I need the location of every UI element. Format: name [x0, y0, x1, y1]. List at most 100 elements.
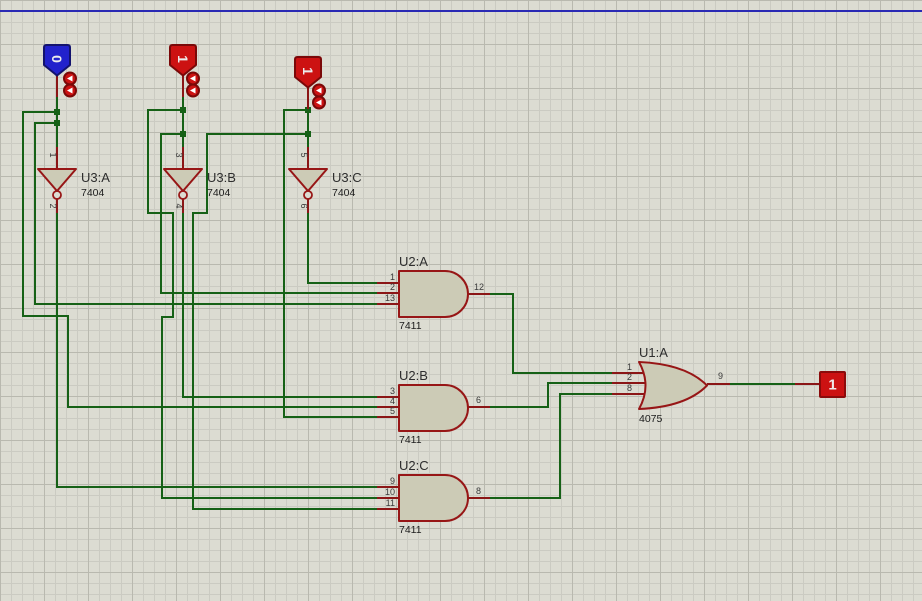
gate-part: 7411 — [399, 524, 422, 536]
toggle-arrow-icon — [190, 87, 196, 94]
toggle-arrow-icon — [67, 75, 73, 82]
junction-dot — [305, 131, 311, 137]
not-gate-u3a[interactable]: 1 2 U3:A 7404 — [37, 152, 110, 209]
logic-input-a[interactable]: 0 — [43, 44, 77, 98]
pin-number: 8 — [476, 486, 481, 496]
and-gate-u2b[interactable]: 3 4 5 6 U2:B 7411 — [390, 368, 481, 446]
pin-number: 2 — [48, 203, 58, 208]
wires — [22, 97, 795, 510]
toggle-up-button[interactable] — [186, 71, 200, 86]
inverter-bubble — [52, 190, 62, 200]
sheet-top-border — [0, 10, 922, 12]
wire-b-to-u2a-pin2[interactable] — [160, 133, 377, 294]
gate-part: 7411 — [399, 434, 422, 446]
gate-ref: U2:C — [399, 458, 429, 473]
wire-notb-to-u2b-pin3[interactable] — [182, 213, 377, 398]
gate-ref: U2:A — [399, 254, 428, 269]
toggle-arrow-icon — [67, 87, 73, 94]
wire-c-to-u2b-pin5[interactable] — [283, 109, 377, 418]
pin-number: 3 — [174, 152, 184, 157]
gate-ref: U3:A — [81, 170, 110, 185]
toggle-down-button[interactable] — [186, 83, 200, 98]
input-b-state: 1 — [175, 55, 191, 63]
pin-number: 2 — [627, 372, 632, 382]
wire-b-to-u2c-pin10[interactable] — [147, 109, 377, 499]
logic-output-probe[interactable]: 1 — [819, 371, 846, 398]
u2c-pin-stubs — [377, 486, 490, 510]
junction-dot — [180, 131, 186, 137]
and-gate-symbol[interactable] — [398, 474, 469, 522]
not-gate-symbol[interactable] — [163, 168, 203, 192]
input-c-state: 1 — [300, 67, 316, 75]
wire-a-to-u2b-pin4[interactable] — [22, 111, 377, 408]
junction-dots — [54, 107, 311, 137]
or-gate-symbol[interactable] — [638, 361, 708, 410]
toggle-arrow-icon — [190, 75, 196, 82]
pin-number: 11 — [386, 498, 395, 508]
toggle-down-button[interactable] — [312, 95, 326, 110]
not-gate-symbol[interactable] — [288, 168, 328, 192]
pin-number: 2 — [390, 282, 395, 292]
pin-number: 5 — [299, 152, 309, 157]
wire-u2b-to-or-pin2[interactable] — [490, 382, 612, 408]
junction-dot — [180, 107, 186, 113]
inverter-bubble — [303, 190, 313, 200]
logic-state-flag[interactable] — [43, 44, 71, 77]
toggle-down-button[interactable] — [63, 83, 77, 98]
u1a-pin-stubs — [612, 372, 730, 395]
u2b-pin-stubs — [377, 396, 490, 418]
gate-part: 7411 — [399, 320, 422, 332]
wire-notc-to-u2a-pin1[interactable] — [307, 213, 377, 284]
pin-number: 13 — [385, 293, 395, 303]
toggle-up-button[interactable] — [63, 71, 77, 86]
and-gate-u2a[interactable]: 1 2 13 12 U2:A 7411 — [385, 254, 484, 332]
gate-ref: U3:B — [207, 170, 236, 185]
logic-input-b[interactable]: 1 — [169, 44, 200, 98]
pin-number: 5 — [390, 406, 395, 416]
pin-number: 12 — [474, 282, 484, 292]
toggle-arrow-icon — [316, 87, 322, 94]
and-gate-u2c[interactable]: 9 10 11 8 U2:C 7411 — [385, 458, 481, 536]
wire-u2c-to-or-pin8[interactable] — [490, 393, 612, 499]
input-a-state: 0 — [49, 55, 65, 63]
pin-number: 4 — [174, 203, 184, 208]
probe-box[interactable] — [819, 371, 846, 398]
gate-part: 7404 — [332, 187, 356, 199]
gate-part: 4075 — [639, 413, 663, 425]
gate-part: 7404 — [207, 187, 231, 199]
gate-ref: U2:B — [399, 368, 428, 383]
not-gate-u3b[interactable]: 3 4 U3:B 7404 — [163, 152, 236, 209]
logic-state-flag[interactable] — [169, 44, 197, 77]
wire-c-to-u2c-pin11[interactable] — [192, 133, 377, 510]
pin-number: 9 — [718, 371, 723, 381]
logic-state-flag[interactable] — [294, 56, 322, 89]
pin-number: 8 — [627, 383, 632, 393]
wire-nota-to-u2c-pin9[interactable] — [56, 213, 377, 488]
toggle-arrow-icon — [316, 99, 322, 106]
junction-dot — [54, 109, 60, 115]
wire-a-to-u2a-pin13[interactable] — [34, 122, 377, 305]
pin-number: 1 — [390, 272, 395, 282]
and-gate-symbol[interactable] — [398, 270, 469, 318]
pin-number: 10 — [385, 487, 395, 497]
gate-ref: U3:C — [332, 170, 362, 185]
junction-dot — [305, 107, 311, 113]
pin-number: 6 — [476, 395, 481, 405]
pin-number: 1 — [627, 362, 632, 372]
gate-ref: U1:A — [639, 345, 668, 360]
pin-number: 9 — [390, 476, 395, 486]
not-gate-symbol[interactable] — [37, 168, 77, 192]
toggle-up-button[interactable] — [312, 83, 326, 98]
wire-u2a-to-or-pin1[interactable] — [490, 293, 612, 374]
junction-dot — [54, 120, 60, 126]
probe-state: 1 — [828, 377, 836, 394]
u2a-pin-stubs — [377, 282, 490, 305]
logic-input-c[interactable]: 1 — [294, 56, 326, 110]
not-gate-u3c[interactable]: 5 6 U3:C 7404 — [288, 152, 362, 209]
pin-number: 6 — [299, 203, 309, 208]
gate-part: 7404 — [81, 187, 105, 199]
and-gate-symbol[interactable] — [398, 384, 469, 432]
or-gate-u1a[interactable]: 1 2 8 9 U1:A 4075 — [627, 345, 723, 425]
pin-number: 1 — [48, 152, 58, 157]
